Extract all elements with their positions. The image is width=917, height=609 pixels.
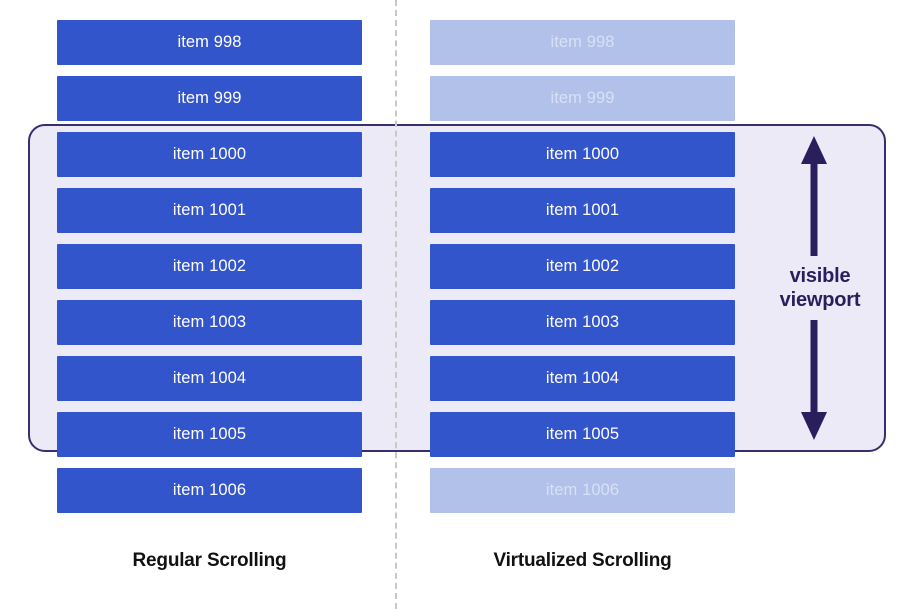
list-item[interactable]: item 1005: [430, 412, 735, 457]
list-item[interactable]: item 1002: [430, 244, 735, 289]
arrow-up-icon: [801, 136, 827, 256]
visible-viewport-annotation: visible viewport: [754, 124, 886, 452]
list-item[interactable]: item 1003: [57, 300, 362, 345]
list-item[interactable]: item 1001: [430, 188, 735, 233]
column-divider: [395, 0, 397, 609]
caption-virtualized-scrolling: Virtualized Scrolling: [493, 550, 672, 571]
visible-viewport-label: visible viewport: [780, 264, 861, 312]
list-item[interactable]: item 1006: [430, 468, 735, 513]
list-item[interactable]: item 1004: [57, 356, 362, 401]
viewport-label-line1: visible: [789, 265, 851, 287]
list-item[interactable]: item 1001: [57, 188, 362, 233]
list-item[interactable]: item 999: [430, 76, 735, 121]
list-item[interactable]: item 1003: [430, 300, 735, 345]
arrow-down-icon: [801, 320, 827, 440]
list-item[interactable]: item 1000: [57, 132, 362, 177]
list-item[interactable]: item 999: [57, 76, 362, 121]
list-item[interactable]: item 1000: [430, 132, 735, 177]
viewport-double-arrow: [801, 136, 827, 440]
viewport-label-line2: viewport: [779, 289, 861, 311]
list-item[interactable]: item 1006: [57, 468, 362, 513]
caption-regular-scrolling: Regular Scrolling: [132, 550, 287, 571]
list-item[interactable]: item 1002: [57, 244, 362, 289]
list-item[interactable]: item 1004: [430, 356, 735, 401]
list-item[interactable]: item 998: [57, 20, 362, 65]
list-item[interactable]: item 1005: [57, 412, 362, 457]
list-item[interactable]: item 998: [430, 20, 735, 65]
